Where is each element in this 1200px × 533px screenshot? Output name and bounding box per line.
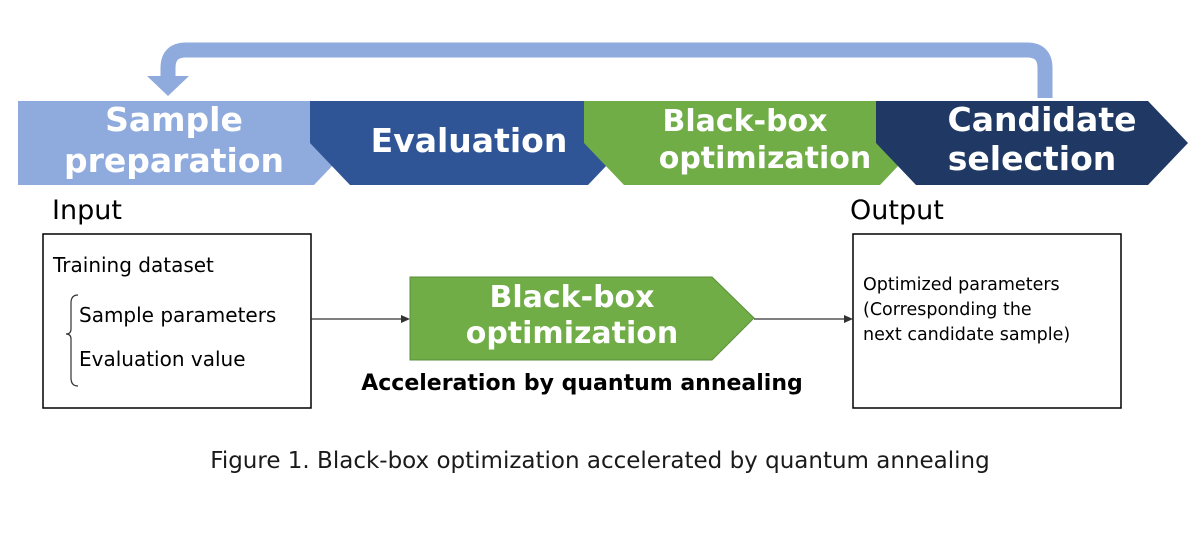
input-connector-arrow (311, 315, 410, 323)
step-blackbox-line1: Black-box (662, 104, 827, 139)
input-item-sample-parameters: Sample parameters (79, 303, 276, 327)
step-sample-preparation-shape (18, 101, 354, 185)
output-heading: Output (850, 195, 944, 226)
step-blackbox-line2: optimization (659, 141, 872, 176)
output-line-1: Optimized parameters (863, 275, 1060, 295)
output-box (852, 233, 1122, 409)
process-diagram: Sample preparation Evaluation Black-box … (18, 42, 1188, 409)
input-box (42, 233, 312, 409)
step-blackbox-shape (584, 101, 920, 185)
center-blackbox-line1: Black-box (489, 280, 654, 315)
output-section: Output Optimized parameters (Correspondi… (850, 195, 1122, 409)
step-evaluation-label: Evaluation (371, 121, 568, 160)
output-connector-arrow (754, 315, 853, 323)
feedback-loop-path (160, 42, 1053, 98)
input-section: Input Training dataset Sample parameters… (42, 195, 312, 409)
center-blackbox-shape (409, 276, 755, 361)
input-heading: Input (52, 195, 122, 226)
step-candidate-selection-shape (876, 101, 1188, 185)
output-line-2: (Corresponding the (863, 300, 1032, 320)
step-candidate-selection-line2: selection (948, 139, 1117, 178)
step-sample-preparation-line2: preparation (64, 141, 284, 180)
feedback-loop-arrow (147, 42, 1053, 98)
center-blackbox-line2: optimization (466, 316, 679, 351)
output-line-3: next candidate sample) (863, 325, 1070, 345)
feedback-arrowhead (147, 76, 189, 96)
input-item-evaluation-value: Evaluation value (79, 347, 246, 371)
step-evaluation-shape (310, 101, 628, 185)
pipeline: Sample preparation Evaluation Black-box … (18, 100, 1188, 185)
input-dataset-title: Training dataset (52, 253, 214, 277)
step-candidate-selection-line1: Candidate (948, 100, 1137, 139)
center-blackbox: Black-box optimization Acceleration by q… (361, 276, 803, 396)
step-sample-preparation-line1: Sample (105, 100, 243, 139)
input-brace (65, 294, 79, 387)
acceleration-note: Acceleration by quantum annealing (361, 371, 803, 396)
figure-caption: Figure 1. Black-box optimization acceler… (210, 448, 990, 474)
